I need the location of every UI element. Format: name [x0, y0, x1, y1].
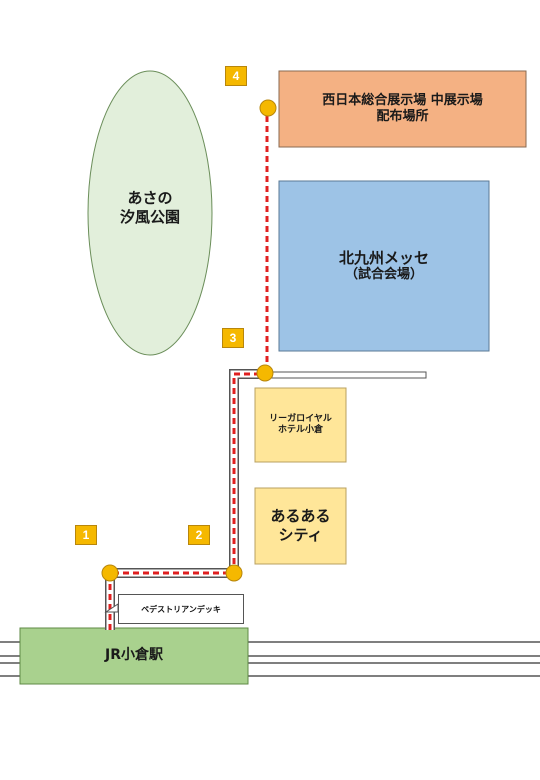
waypoint-3-dot [256, 364, 274, 382]
park-area [87, 70, 213, 356]
pedestrian-deck-callout: ペデストリアンデッキ [118, 594, 244, 624]
aruaru-city [254, 487, 347, 565]
park-label: あさの 汐風公園 [98, 182, 202, 234]
park-label-line2: 汐風公園 [119, 208, 180, 226]
rihga-hotel-label: リーガロイヤル ホテル小倉 [255, 405, 346, 445]
deck-strip [261, 371, 427, 379]
station-label: JR小倉駅 [20, 628, 248, 684]
waypoint-2-dot [225, 564, 243, 582]
waypoint-1-badge: 1 [75, 525, 97, 545]
pedestrian-deck-callout-text: ペデストリアンデッキ [141, 604, 221, 614]
jr-kokura-station [19, 627, 249, 685]
waypoint-4-dot [259, 99, 277, 117]
aruaru-city-label-line2: シティ [278, 526, 323, 544]
waypoint-2-number: 2 [195, 528, 203, 542]
messe-label-line2: （試合会場） [344, 267, 423, 283]
rihga-hotel [254, 387, 347, 463]
exhibition-hall-label-line1: 西日本総合展示場 中展示場 [322, 92, 483, 108]
waypoint-1-number: 1 [82, 528, 90, 542]
aruaru-city-label-line1: あるある [270, 507, 331, 526]
waypoint-2-badge: 2 [188, 525, 210, 545]
pedestrian-deck [105, 369, 265, 630]
exhibition-hall [278, 70, 527, 148]
waypoint-4-badge: 4 [225, 66, 247, 86]
waypoint-dots [101, 99, 277, 582]
aruaru-city-label: あるある シティ [255, 503, 346, 549]
rihga-hotel-label-line1: リーガロイヤル [269, 413, 332, 424]
rihga-hotel-label-line2: ホテル小倉 [277, 425, 323, 435]
messe-building [278, 180, 490, 352]
messe-label-line1: 北九州メッセ [338, 248, 429, 267]
messe-label: 北九州メッセ （試合会場） [279, 240, 489, 292]
waypoint-3-badge: 3 [222, 328, 244, 348]
waypoint-1-dot [101, 564, 119, 582]
exhibition-hall-label: 西日本総合展示場 中展示場 配布場所 [279, 84, 526, 134]
exhibition-hall-label-line2: 配布場所 [376, 109, 429, 124]
waypoint-3-number: 3 [229, 331, 237, 345]
park-label-line1: あさの [127, 189, 173, 208]
waypoint-4-number: 4 [232, 69, 240, 83]
station-name: JR小倉駅 [105, 647, 163, 664]
